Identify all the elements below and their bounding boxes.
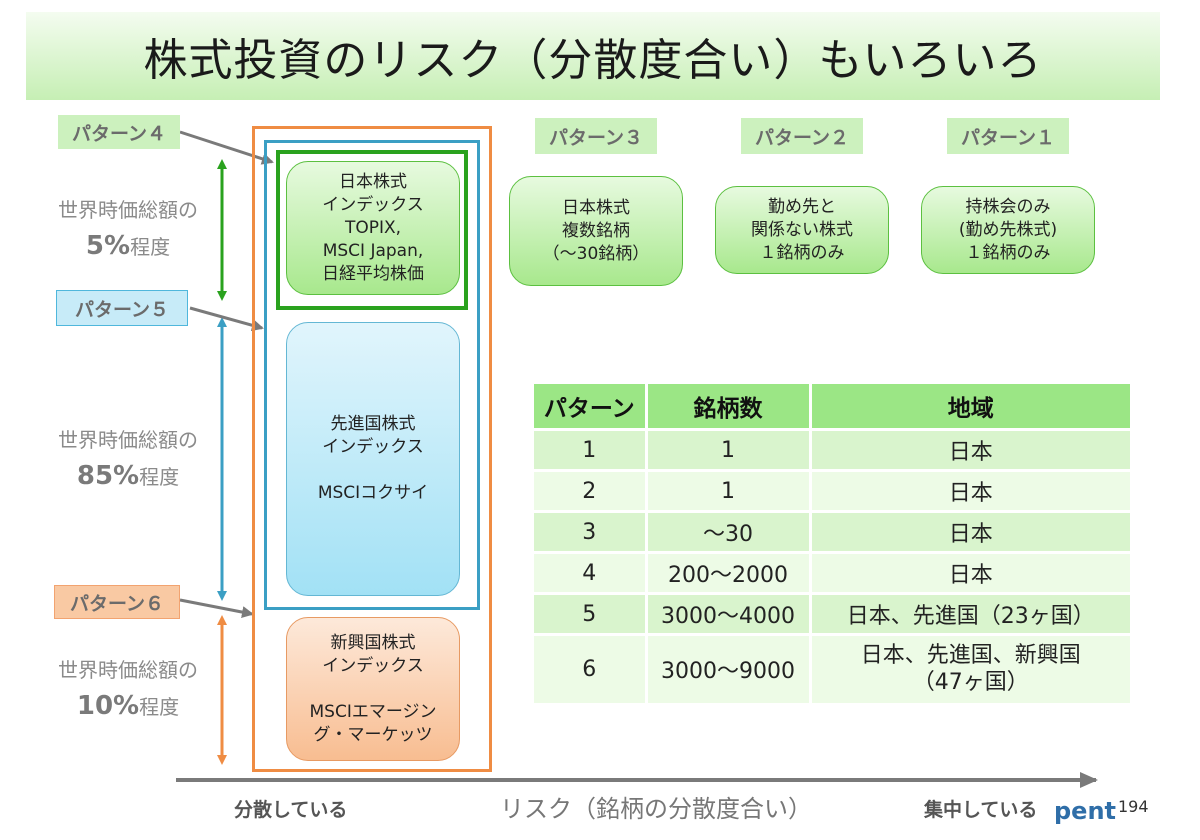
box-japan-index: 日本株式 インデックス TOPIX, MSCI Japan, 日経平均株価 [286,161,460,295]
table-header-row: パターン 銘柄数 地域 [534,384,1130,430]
pointer-pattern5 [189,306,264,332]
box-emerging-index: 新興国株式 インデックス MSCIエマージン グ・マーケッツ [286,617,460,761]
table-header-pattern: パターン [534,384,646,430]
tag-pattern6: パターン６ [54,585,180,619]
share-developed-pct: 85% [76,461,140,491]
tag-pattern2: パターン２ [741,118,863,154]
axis-label-concentrated: 集中している [924,799,1038,821]
share-emerging-pct: 10% [76,691,140,721]
share-japan-suffix: 程度 [130,235,171,259]
logo-text: pent [1054,797,1117,825]
table-row: 6 3000～9000 日本、先進国、新興国 （47ヶ国） [534,633,1130,703]
share-label-developed: 世界時価総額の 85%程度 [40,422,216,495]
table-row: 3 ～30 日本 [534,510,1130,553]
share-label-japan: 世界時価総額の 5%程度 [40,192,216,265]
slide-title: 株式投資のリスク（分散度合い）もいろいろ [143,35,1043,86]
share-emerging-suffix: 程度 [139,695,180,719]
share-japan-line1: 世界時価総額の [58,198,198,222]
pointer-pattern4 [179,130,274,165]
table-row: 5 3000～4000 日本、先進国（23ヶ国） [534,592,1130,635]
table-header-count: 銘柄数 [644,384,810,430]
table-row: 1 1 日本 [534,428,1130,471]
share-japan-pct: 5% [85,231,131,261]
table-row: 4 200～2000 日本 [534,551,1130,594]
tag-pattern4: パターン４ [58,115,180,149]
share-developed-suffix: 程度 [139,465,180,489]
tag-pattern1: パターン１ [947,118,1069,154]
title-band [26,12,1160,100]
pointer-pattern6 [179,598,254,618]
frame-pattern5 [264,140,480,610]
tag-pattern3: パターン３ [535,118,657,154]
box-developed-index: 先進国株式 インデックス MSCIコクサイ [286,322,460,596]
axis-label-diversified: 分散している [234,799,348,821]
pattern-table: パターン 銘柄数 地域 1 1 日本 2 1 日本 3 ～30 日本 4 200… [534,384,1130,703]
box-pattern2: 勤め先と 関係ない株式 １銘柄のみ [715,186,889,274]
table-header-region: 地域 [808,384,1130,430]
tag-pattern5: パターン５ [56,290,188,326]
box-pattern1: 持株会のみ (勤め先株式) １銘柄のみ [921,186,1095,274]
share-emerging-line1: 世界時価総額の [58,658,198,682]
frame-pattern6 [252,126,492,772]
share-label-emerging: 世界時価総額の 10%程度 [40,652,216,725]
frame-pattern4 [276,150,468,310]
page-number: 194 [1118,797,1149,816]
table-row: 2 1 日本 [534,469,1130,512]
box-pattern3: 日本株式 複数銘柄 （～30銘柄） [509,176,683,286]
share-developed-line1: 世界時価総額の [58,428,198,452]
axis-label-risk: リスク（銘柄の分散度合い） [500,795,812,823]
